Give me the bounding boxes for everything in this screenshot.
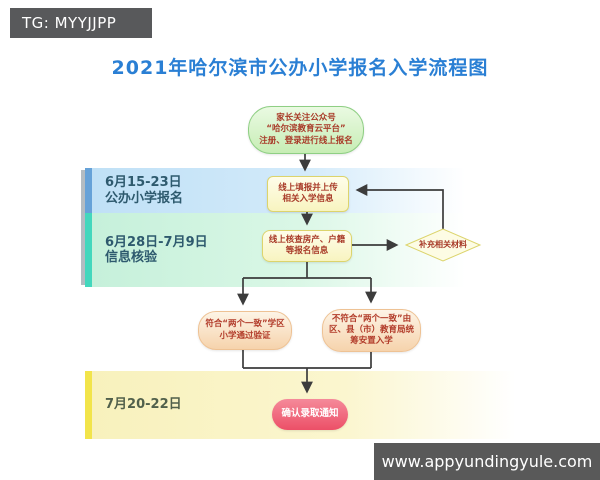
band-stripe [85, 168, 92, 213]
start-node-line: “哈尔滨教育云平台” [266, 124, 346, 135]
start-node-line: 家长关注公众号 [276, 113, 336, 124]
pass-node-line: 符合“两个一致”学区 [205, 319, 285, 330]
pass-verification-node: 符合“两个一致”学区 小学通过验证 [198, 311, 292, 350]
band-left-shadow [81, 170, 85, 285]
band-date: 6月15-23日 [105, 175, 182, 191]
supplement-materials-node: 补充相关材料 [406, 237, 480, 253]
start-node: 家长关注公众号 “哈尔滨教育云平台” 注册、登录进行线上报名 [248, 106, 364, 154]
watermark-badge: www.appyundingyule.com [374, 443, 600, 480]
pass-node-line: 小学通过验证 [219, 330, 271, 341]
fail-node-line: 区、县（市）教育局统 [328, 324, 414, 335]
verify-info-line: 线上核查房产、户籍 [268, 234, 346, 245]
fail-node-line: 不符合“两个一致”由 [331, 313, 412, 324]
start-node-line: 注册、登录进行线上报名 [259, 135, 353, 146]
upload-info-line: 相关入学信息 [282, 194, 334, 204]
band-date: 7月20-22日 [105, 397, 182, 413]
band-date: 6月28日-7月9日 [105, 234, 208, 250]
verify-info-line: 等报名信息 [285, 246, 329, 256]
band-stripe [85, 371, 92, 439]
admission-notice-label: 确认录取通知 [281, 408, 339, 420]
fail-verification-node: 不符合“两个一致”由 区、县（市）教育局统 筹安置入学 [322, 309, 421, 352]
band-label: 7月20-22日 [105, 397, 182, 412]
band-label: 6月15-23日 公办小学报名 [105, 175, 183, 206]
page-title: 2021年哈尔滨市公办小学报名入学流程图 [111, 57, 489, 79]
band-phase: 公办小学报名 [105, 190, 184, 206]
fail-node-line: 筹安置入学 [350, 336, 393, 347]
tg-badge-text: TG: MYYJJPP [22, 14, 117, 32]
watermark-text: www.appyundingyule.com [381, 452, 593, 471]
band-stripe [85, 213, 92, 287]
upload-info-line: 线上填报并上传 [278, 182, 338, 193]
upload-info-node: 线上填报并上传 相关入学信息 [267, 176, 349, 212]
band-phase: 信息核验 [105, 250, 158, 265]
tg-badge: TG: MYYJJPP [10, 8, 152, 38]
band-label: 6月28日-7月9日 信息核验 [105, 235, 208, 266]
supplement-materials-label: 补充相关材料 [419, 239, 467, 249]
admission-notice-node: 确认录取通知 [272, 399, 348, 430]
verify-info-node: 线上核查房产、户籍 等报名信息 [262, 230, 352, 262]
